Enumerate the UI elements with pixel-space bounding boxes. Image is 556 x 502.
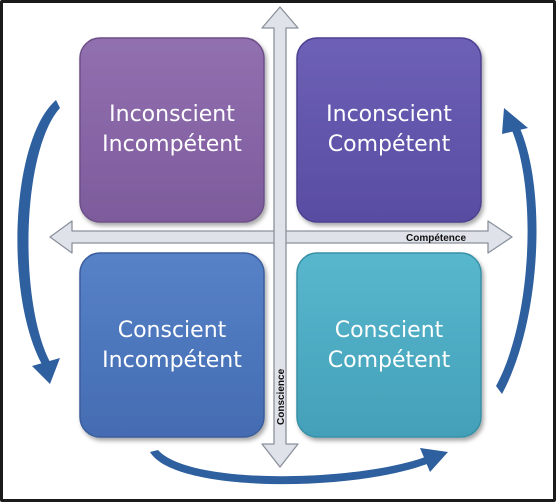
- cycle-arrow-bottom-head: [420, 448, 448, 472]
- quadrant-bottom-right-line2: Compétent: [328, 348, 451, 373]
- cycle-arrow-left-body: [17, 100, 60, 368]
- cycle-arrow-right-body: [496, 120, 537, 394]
- quadrant-top-right: Inconscient Compétent: [296, 37, 482, 223]
- quadrant-top-left-line2: Incompétent: [102, 132, 242, 157]
- quadrant-top-right-line1: Inconscient: [326, 102, 452, 127]
- quadrant-bottom-left-line1: Conscient: [118, 318, 227, 343]
- quadrant-bottom-right-line1: Conscient: [335, 318, 444, 343]
- cycle-arrow-bottom-body: [150, 450, 432, 485]
- vertical-axis-label: Conscience: [276, 368, 287, 425]
- cycle-arrow-left: [17, 100, 60, 384]
- quadrant-bottom-right-box: [296, 252, 482, 438]
- quadrant-top-right-box: [296, 37, 482, 223]
- quadrant-bottom-left-box: [79, 252, 265, 438]
- cycle-arrow-bottom: [150, 448, 448, 485]
- cycle-arrow-left-head: [32, 358, 60, 384]
- quadrant-bottom-right: Conscient Compétent: [296, 252, 482, 438]
- cycle-arrow-right: [496, 108, 537, 394]
- quadrant-bottom-left-line2: Incompétent: [102, 348, 242, 373]
- quadrant-top-left-box: [79, 37, 265, 223]
- quadrant-top-left-line1: Inconscient: [109, 102, 235, 127]
- quadrant-top-left: Inconscient Incompétent: [79, 37, 265, 223]
- horizontal-axis-label: Compétence: [406, 233, 466, 244]
- vertical-axis-arrow: [261, 6, 299, 468]
- cycle-arrow-right-head: [502, 108, 528, 134]
- quadrant-bottom-left: Conscient Incompétent: [79, 252, 265, 438]
- quadrant-top-right-line2: Compétent: [328, 132, 451, 157]
